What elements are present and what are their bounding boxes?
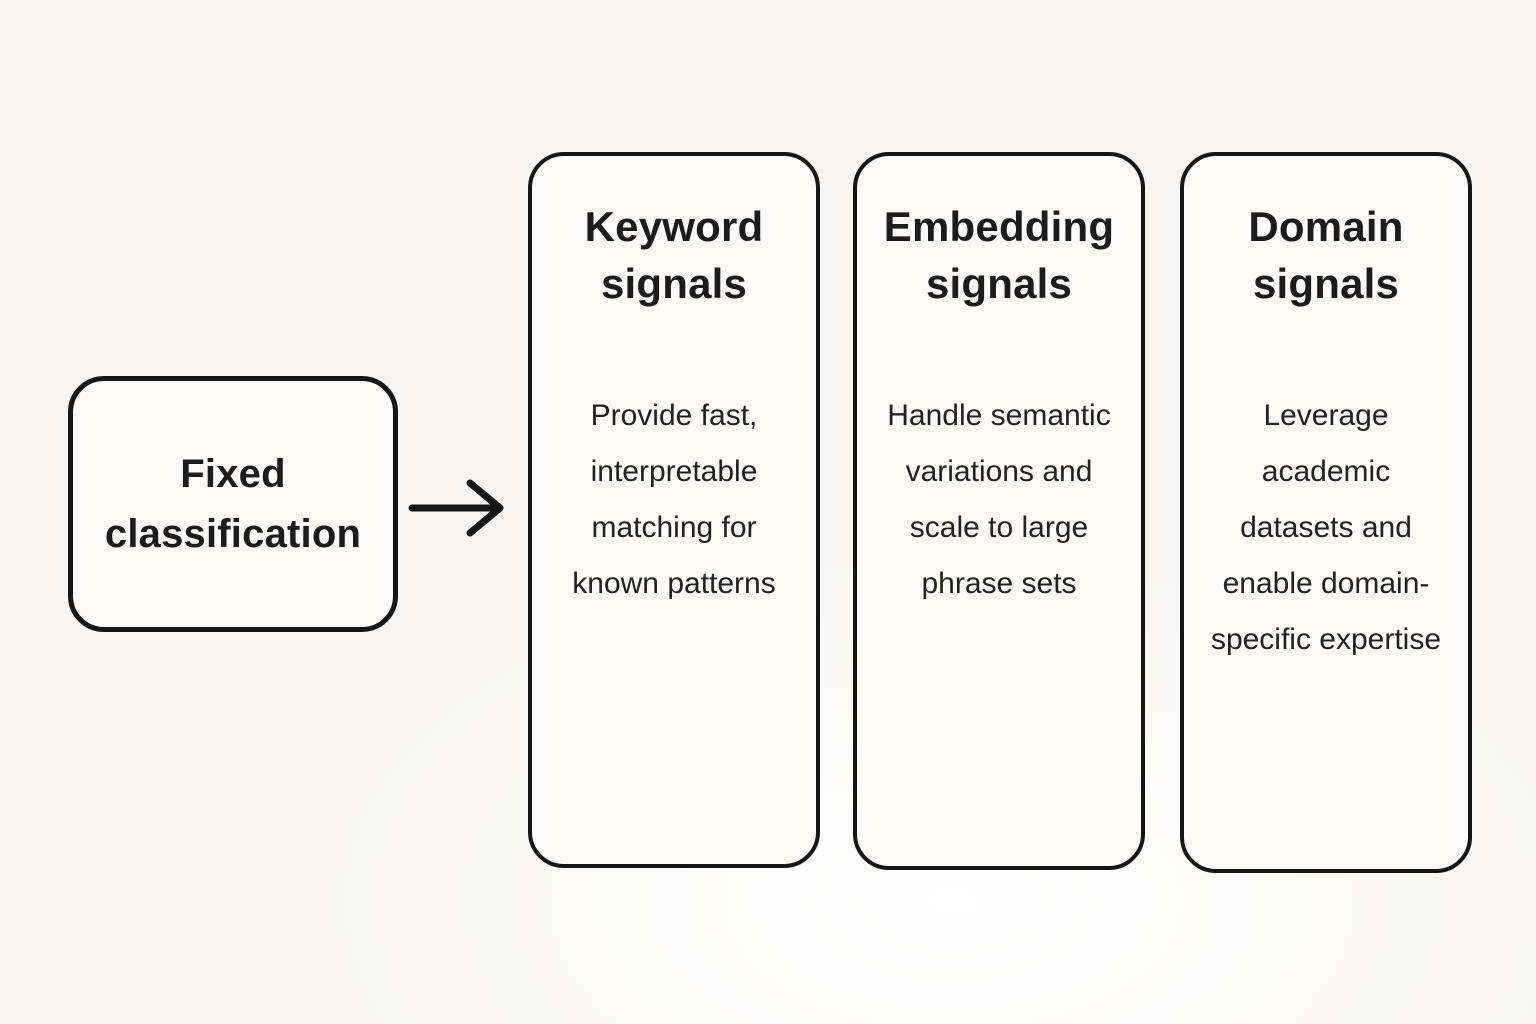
embedding-signals-card: Embedding signals Handle semantic variat…	[853, 152, 1145, 870]
embedding-signals-description: Handle semantic variations and scale to …	[887, 399, 1111, 600]
arrow-right-icon	[408, 479, 504, 537]
embedding-signals-title: Embedding signals	[883, 203, 1115, 307]
keyword-signals-card: Keyword signals Provide fast, interpreta…	[528, 152, 820, 868]
keyword-signals-description: Provide fast, interpretable matching for…	[572, 399, 776, 600]
domain-signals-card: Domain signals Leverage academic dataset…	[1180, 152, 1472, 873]
domain-signals-description: Leverage academic datasets and enable do…	[1210, 399, 1442, 656]
fixed-classification-box: Fixed classification	[68, 376, 398, 632]
fixed-classification-label: Fixed classification	[104, 452, 362, 556]
keyword-signals-title: Keyword signals	[584, 203, 764, 307]
domain-signals-title: Domain signals	[1248, 203, 1404, 307]
